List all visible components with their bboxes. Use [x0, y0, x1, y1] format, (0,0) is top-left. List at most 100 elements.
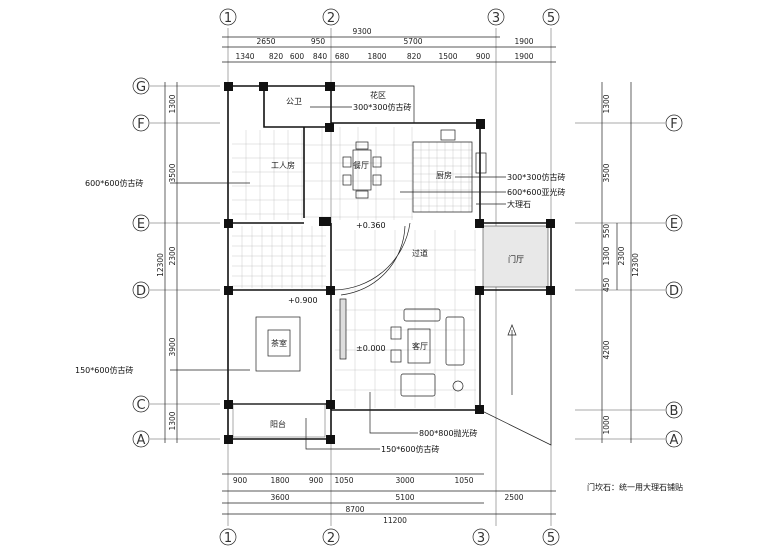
svg-text:1300: 1300 — [168, 411, 177, 430]
svg-text:550: 550 — [602, 224, 611, 239]
svg-text:150*600仿古砖: 150*600仿古砖 — [75, 365, 134, 375]
svg-text:1500: 1500 — [438, 52, 457, 61]
svg-text:2650: 2650 — [256, 37, 275, 46]
room-kitchen: 厨房 — [436, 170, 452, 180]
dining-table — [352, 149, 372, 191]
room-tea: 茶室 — [271, 338, 287, 348]
svg-text:600: 600 — [290, 52, 305, 61]
axis-label: 3 — [492, 11, 500, 26]
svg-text:1900: 1900 — [514, 37, 533, 46]
material-annotations: 300*300仿古砖 600*600仿古砖 150*600仿古砖 300*300… — [75, 102, 566, 454]
svg-text:1050: 1050 — [454, 476, 473, 485]
svg-text:11200: 11200 — [383, 516, 407, 525]
axis-bubbles-right: F E D B A — [575, 114, 683, 448]
svg-text:1800: 1800 — [270, 476, 289, 485]
axis-label: 5 — [547, 531, 555, 546]
axis-label: E — [670, 217, 678, 232]
svg-text:5700: 5700 — [403, 37, 422, 46]
dimensions-bottom: 900 1800 900 1050 3000 1050 3600 5100 25… — [222, 473, 556, 525]
svg-text:2500: 2500 — [504, 493, 523, 502]
foyer-marble — [482, 225, 549, 288]
axis-label: 1 — [224, 531, 232, 546]
dimensions-left: 12300 1300 3500 2300 3900 1300 — [156, 82, 178, 443]
svg-text:820: 820 — [407, 52, 422, 61]
axis-label: 1 — [224, 11, 232, 26]
svg-text:3500: 3500 — [168, 163, 177, 182]
svg-text:1340: 1340 — [235, 52, 254, 61]
svg-text:300*300仿古砖: 300*300仿古砖 — [353, 102, 412, 112]
svg-text:1800: 1800 — [367, 52, 386, 61]
room-servant: 工人房 — [271, 160, 295, 170]
dimensions-right: 1300 3500 550 1300 450 4200 1000 2300 12… — [601, 82, 640, 443]
svg-text:2300: 2300 — [617, 246, 626, 265]
walls — [227, 85, 552, 446]
svg-text:大理石: 大理石 — [507, 199, 531, 209]
svg-text:300*300仿古砖: 300*300仿古砖 — [507, 172, 566, 182]
room-labels: 花区 公卫 工人房 餐厅 厨房 过道 门厅 茶室 客厅 阳台 — [270, 90, 524, 429]
coffee-table — [407, 328, 431, 364]
svg-text:3600: 3600 — [270, 493, 289, 502]
svg-text:5100: 5100 — [395, 493, 414, 502]
axis-label: A — [137, 433, 146, 448]
axis-label: G — [136, 80, 146, 95]
svg-text:12300: 12300 — [156, 253, 165, 277]
svg-text:1300: 1300 — [602, 246, 611, 265]
axis-label: 3 — [477, 531, 485, 546]
floor-tiles — [232, 127, 476, 408]
axis-label: E — [137, 217, 145, 232]
svg-text:900: 900 — [309, 476, 324, 485]
threshold-note: 门坎石：统一用大理石铺贴 — [587, 482, 683, 492]
furniture — [255, 129, 487, 397]
axis-label: 2 — [327, 531, 335, 546]
sofa — [403, 308, 441, 322]
svg-text:820: 820 — [269, 52, 284, 61]
svg-text:840: 840 — [313, 52, 328, 61]
svg-text:±0.000: ±0.000 — [356, 344, 386, 353]
svg-text:8700: 8700 — [345, 505, 364, 514]
svg-text:3500: 3500 — [602, 163, 611, 182]
svg-text:900: 900 — [233, 476, 248, 485]
room-garden: 花区 — [370, 90, 386, 100]
stove — [475, 152, 487, 174]
svg-text:1300: 1300 — [168, 94, 177, 113]
axis-label: 2 — [327, 11, 335, 26]
svg-text:1000: 1000 — [602, 415, 611, 434]
svg-text:600*600亚光砖: 600*600亚光砖 — [507, 187, 566, 197]
room-dining: 餐厅 — [353, 161, 369, 170]
structural-columns — [224, 82, 555, 444]
svg-text:1900: 1900 — [514, 52, 533, 61]
axis-label: F — [670, 117, 677, 132]
svg-text:1300: 1300 — [602, 94, 611, 113]
axis-label: D — [669, 284, 679, 299]
svg-text:450: 450 — [602, 278, 611, 293]
svg-text:900: 900 — [476, 52, 491, 61]
dimensions-top: 9300 2650 950 5700 1900 1340 820 600 840… — [222, 27, 556, 63]
axis-label: F — [137, 117, 144, 132]
svg-text:1050: 1050 — [334, 476, 353, 485]
room-balcony: 阳台 — [270, 419, 286, 429]
svg-text:9300: 9300 — [352, 27, 371, 36]
svg-text:800*800抛光砖: 800*800抛光砖 — [419, 428, 478, 438]
svg-text:3900: 3900 — [168, 337, 177, 356]
svg-text:680: 680 — [335, 52, 350, 61]
svg-text:3000: 3000 — [395, 476, 414, 485]
axis-bubbles-top: 1 2 3 5 — [219, 8, 560, 26]
axis-bubbles-left: G F E D C A — [132, 77, 220, 448]
svg-text:12300: 12300 — [631, 253, 640, 277]
svg-text:+0.360: +0.360 — [356, 221, 386, 230]
svg-text:950: 950 — [311, 37, 326, 46]
axis-label: B — [670, 404, 679, 419]
axis-label: 5 — [547, 11, 555, 26]
kitchen-sink — [440, 129, 456, 141]
elevation-marks: +0.360 +0.900 ±0.000 — [288, 221, 386, 353]
tea-table — [255, 316, 301, 372]
room-living: 客厅 — [412, 341, 428, 351]
svg-text:150*600仿古砖: 150*600仿古砖 — [381, 444, 440, 454]
axis-label: D — [136, 284, 146, 299]
axis-label: C — [136, 398, 145, 413]
axis-bubbles-bottom: 1 2 3 5 — [219, 528, 560, 546]
room-bathroom: 公卫 — [286, 97, 302, 106]
room-corridor: 过道 — [412, 248, 428, 258]
svg-text:+0.900: +0.900 — [288, 296, 318, 305]
